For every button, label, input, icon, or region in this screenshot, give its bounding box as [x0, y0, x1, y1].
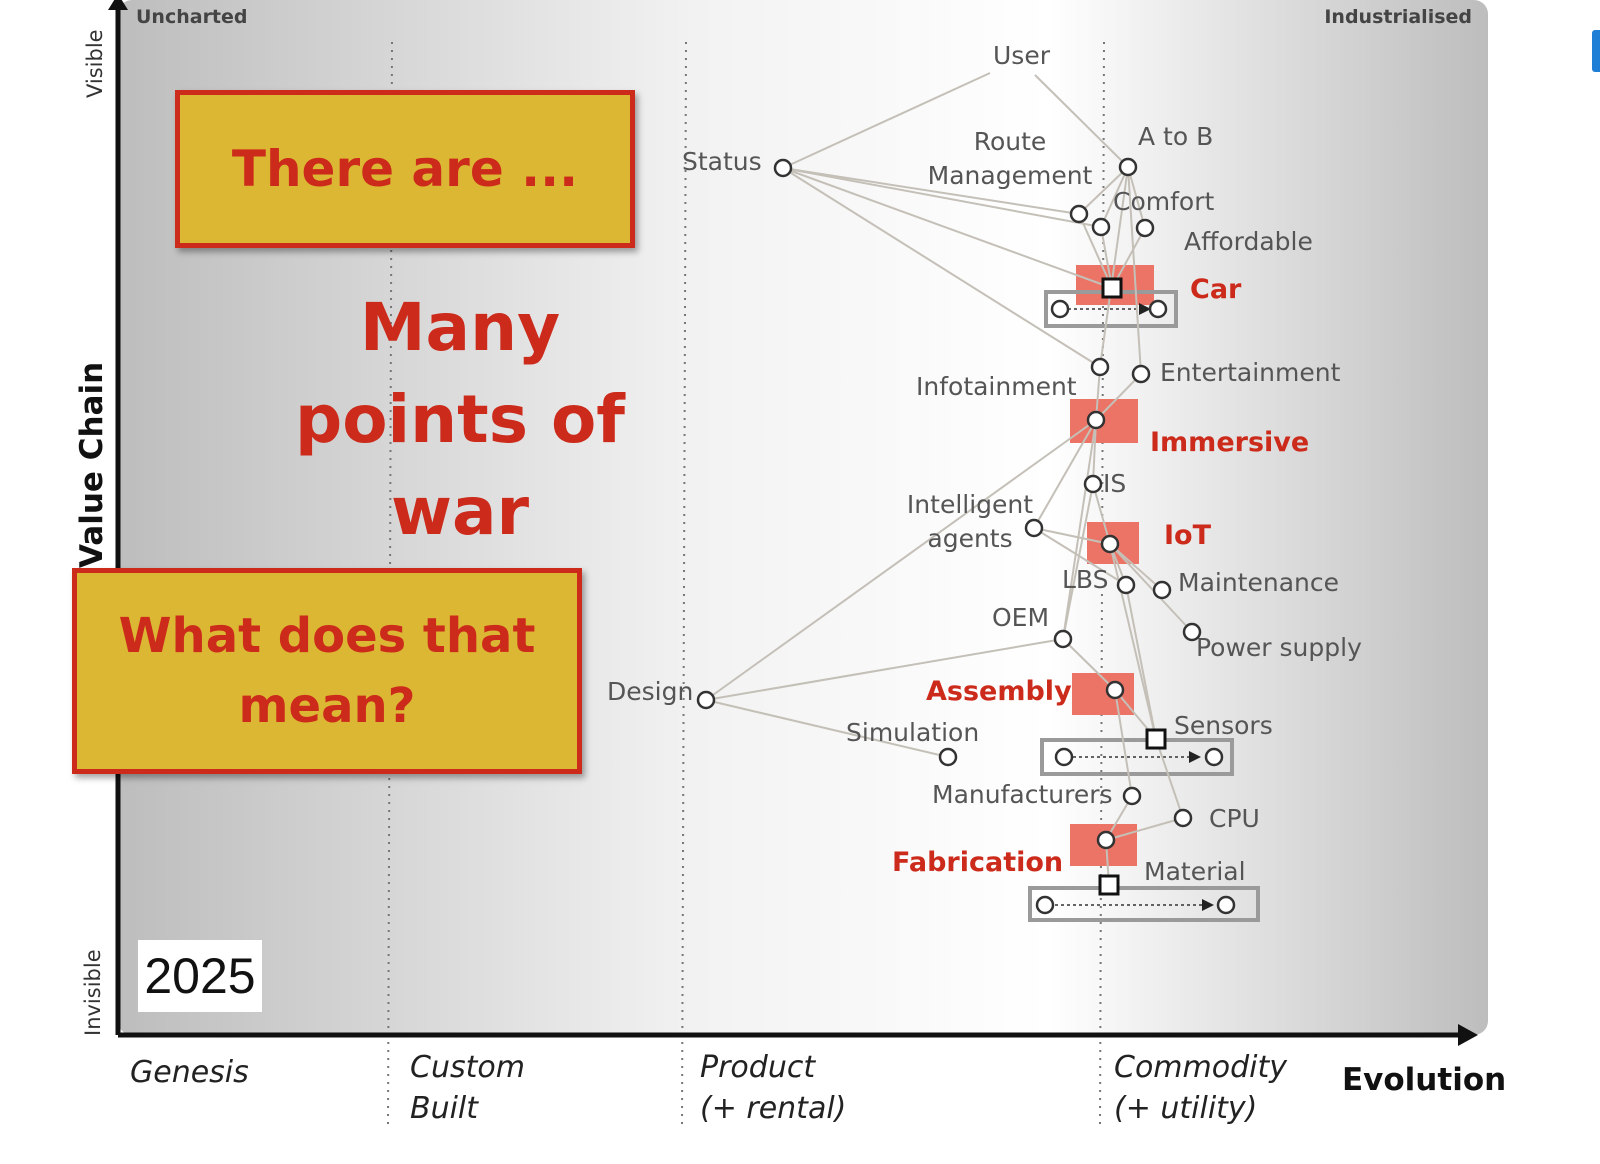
node-immersive — [1086, 410, 1106, 430]
node-route-management — [1069, 204, 1089, 224]
label-status: Status — [682, 147, 762, 176]
label-sensors: Sensors — [1174, 711, 1273, 740]
component-nodes — [696, 157, 1236, 915]
axes — [108, 0, 1478, 1046]
label-manufacturers: Manufacturers — [932, 780, 1113, 809]
evolution-boxes — [1028, 290, 1260, 922]
label-cpu: CPU — [1209, 804, 1260, 833]
node-intelligent-agents — [1024, 518, 1044, 538]
stage-commodity-line1: Commodity — [1114, 1050, 1288, 1085]
map-background — [118, 0, 1488, 1035]
label-material: Material — [1144, 857, 1246, 886]
label-a-to-b: A to B — [1138, 122, 1213, 151]
node-sensors — [1145, 728, 1167, 750]
label-simulation: Simulation — [846, 718, 979, 747]
headline-many-points-of-war: Many points of war — [280, 282, 640, 558]
label-route-management-2: Management — [928, 161, 1093, 190]
edge-badge — [1592, 30, 1600, 72]
node-manufacturers — [1122, 786, 1142, 806]
year-label: 2025 — [138, 940, 262, 1012]
label-route-management-1: Route — [974, 127, 1047, 156]
stage-custom-line2: Built — [410, 1091, 479, 1126]
callout-what-does-that-mean: What does that mean? — [72, 568, 582, 774]
callout-question-line-2: mean? — [238, 678, 416, 734]
label-intelligent-agents-2: agents — [927, 524, 1012, 553]
node-material — [1098, 874, 1120, 896]
node-fabrication — [1096, 830, 1116, 850]
war-label-car: Car — [1190, 274, 1242, 305]
node-assembly — [1105, 680, 1125, 700]
corner-label-uncharted: Uncharted — [136, 6, 248, 28]
node-material-to — [1216, 895, 1236, 915]
node-car — [1101, 277, 1123, 299]
label-design: Design — [607, 677, 693, 706]
label-affordable: Affordable — [1184, 227, 1313, 256]
node-comfort — [1091, 217, 1111, 237]
callout-there-are: There are ... — [175, 90, 635, 248]
label-lbs: LBS — [1062, 565, 1109, 594]
node-affordable — [1135, 218, 1155, 238]
headline-line-2: points of — [294, 381, 626, 458]
label-entertainment: Entertainment — [1160, 358, 1341, 387]
war-label-assembly: Assembly — [926, 676, 1072, 707]
node-car-from — [1050, 299, 1070, 319]
x-axis-title: Evolution — [1342, 1062, 1506, 1098]
headline-line-1: Many — [359, 289, 561, 366]
node-status — [773, 158, 793, 178]
label-oem: OEM — [992, 603, 1049, 632]
label-power-supply: Power supply — [1196, 633, 1362, 662]
label-maintenance: Maintenance — [1178, 568, 1339, 597]
headline-line-3: war — [390, 473, 530, 550]
evolution-arrows — [1055, 303, 1214, 911]
node-car-to — [1148, 299, 1168, 319]
y-axis-top-label: Visible — [83, 29, 107, 98]
node-sensors-to — [1204, 747, 1224, 767]
war-label-fabrication: Fabrication — [892, 847, 1063, 878]
node-oem — [1053, 629, 1073, 649]
node-entertainment — [1131, 364, 1151, 384]
stage-genesis: Genesis — [130, 1055, 249, 1090]
stage-custom-line1: Custom — [410, 1050, 525, 1085]
callout-question-line-1: What does that — [118, 608, 536, 664]
node-simulation — [938, 747, 958, 767]
war-label-immersive: Immersive — [1150, 427, 1309, 458]
war-label-iot: IoT — [1164, 520, 1212, 551]
dependency-links — [705, 72, 1193, 886]
node-sensors-from — [1054, 747, 1074, 767]
evolving-nodes — [1098, 277, 1167, 896]
label-infotainment: Infotainment — [916, 372, 1077, 401]
node-is — [1083, 474, 1103, 494]
corner-label-industrialised: Industrialised — [1324, 6, 1472, 28]
label-comfort: Comfort — [1113, 187, 1214, 216]
node-design — [696, 690, 716, 710]
y-axis-bottom-label: Invisible — [81, 949, 105, 1036]
stage-product-line1: Product — [700, 1050, 816, 1085]
node-material-from — [1035, 895, 1055, 915]
node-infotainment — [1090, 357, 1110, 377]
node-iot — [1100, 534, 1120, 554]
y-axis-title: Value Chain — [74, 362, 110, 568]
node-lbs — [1116, 575, 1136, 595]
callout-there-are-text: There are ... — [231, 140, 579, 198]
label-user: User — [993, 41, 1051, 70]
node-a-to-b — [1118, 157, 1138, 177]
stage-product-line2: (+ rental) — [700, 1091, 846, 1126]
label-intelligent-agents-1: Intelligent — [907, 490, 1033, 519]
node-maintenance — [1152, 580, 1172, 600]
node-power-supply — [1182, 622, 1202, 642]
node-cpu — [1173, 808, 1193, 828]
stage-commodity-line2: (+ utility) — [1114, 1091, 1257, 1126]
label-is: IS — [1103, 469, 1126, 498]
